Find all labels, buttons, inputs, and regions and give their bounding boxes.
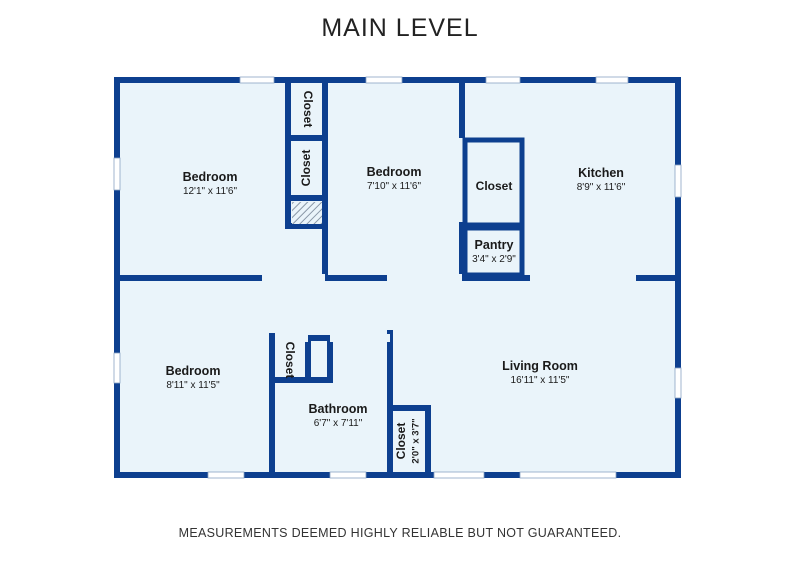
room-dimensions: 8'9" x 11'6" bbox=[577, 182, 626, 193]
plan-title: MAIN LEVEL bbox=[321, 14, 479, 42]
room-name: Pantry bbox=[475, 238, 514, 252]
room-name: Kitchen bbox=[578, 166, 624, 180]
closet-label: Closet bbox=[476, 179, 513, 193]
room-dimensions: 16'11" x 11'5" bbox=[511, 375, 570, 386]
room-name: Living Room bbox=[502, 359, 578, 373]
door-opening bbox=[530, 274, 636, 283]
walls bbox=[114, 77, 681, 478]
window bbox=[433, 471, 485, 479]
door-opening bbox=[387, 274, 462, 283]
window bbox=[519, 471, 617, 479]
closet-label: Closet bbox=[283, 342, 297, 379]
room-dimensions: 8'11" x 11'5" bbox=[166, 380, 220, 391]
room-name: Bedroom bbox=[183, 170, 238, 184]
door-opening bbox=[275, 334, 308, 342]
closet-label: Closet bbox=[394, 423, 408, 460]
room-dimensions: 7'10" x 11'6" bbox=[367, 181, 422, 192]
door-opening bbox=[268, 282, 277, 333]
pantry-walls bbox=[462, 225, 525, 278]
room-name: Bedroom bbox=[367, 165, 422, 179]
window bbox=[207, 471, 245, 479]
room-dimensions: 12'1" x 11'6" bbox=[183, 186, 238, 197]
windows bbox=[113, 76, 682, 479]
window bbox=[485, 76, 521, 84]
room-dimensions: 6'7" x 7'11" bbox=[314, 418, 363, 429]
window bbox=[113, 352, 121, 384]
window bbox=[113, 157, 121, 191]
room-name: Bedroom bbox=[166, 364, 221, 378]
window bbox=[595, 76, 629, 84]
door-opening bbox=[262, 274, 325, 283]
closet-label: Closet bbox=[299, 150, 313, 187]
door-opening bbox=[330, 334, 390, 342]
closet-label: Closet bbox=[301, 91, 315, 128]
window bbox=[365, 76, 403, 84]
window bbox=[329, 471, 367, 479]
hatched-shaft bbox=[292, 202, 322, 224]
room-name: Bathroom bbox=[308, 402, 367, 416]
disclaimer: MEASUREMENTS DEEMED HIGHLY RELIABLE BUT … bbox=[178, 526, 622, 540]
closet-dimensions: 2'0" x 3'7" bbox=[411, 418, 422, 463]
window bbox=[674, 367, 682, 399]
room-dimensions: 3'4" x 2'9" bbox=[472, 254, 516, 265]
door-openings bbox=[262, 274, 636, 342]
kitchen-closet-walls bbox=[462, 137, 525, 228]
kitchen-closets bbox=[462, 137, 525, 278]
window bbox=[674, 164, 682, 198]
window bbox=[239, 76, 275, 84]
